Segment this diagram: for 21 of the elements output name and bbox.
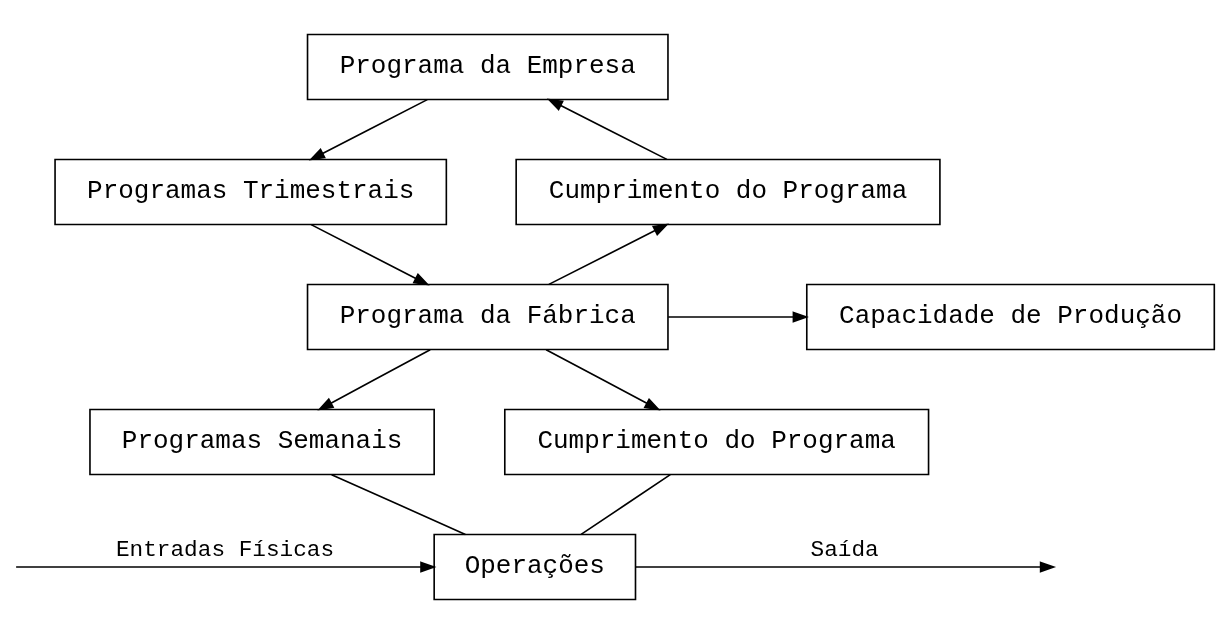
node-box: Programa da Fábrica <box>306 283 669 350</box>
arrow <box>310 223 430 286</box>
node-box: Cumprimento do Programa <box>504 408 930 475</box>
node-box: Programa da Empresa <box>306 33 669 100</box>
arrow <box>308 98 429 160</box>
arrow <box>548 223 669 285</box>
node-box: Capacidade de Produção <box>805 283 1216 350</box>
arrow <box>545 348 661 411</box>
arrow <box>15 560 437 573</box>
arrow <box>634 560 1057 573</box>
arrow <box>317 348 431 411</box>
node-box: Programas Semanais <box>89 408 435 475</box>
connector <box>580 473 672 535</box>
edge-label: Saída <box>810 536 879 563</box>
edge-label: Entradas Físicas <box>115 536 335 563</box>
arrow <box>667 310 809 323</box>
arrow <box>546 98 668 160</box>
connector <box>330 473 467 535</box>
node-box: Operações <box>433 533 637 600</box>
node-box: Cumprimento do Programa <box>515 158 941 225</box>
node-box: Programas Trimestrais <box>54 158 448 225</box>
